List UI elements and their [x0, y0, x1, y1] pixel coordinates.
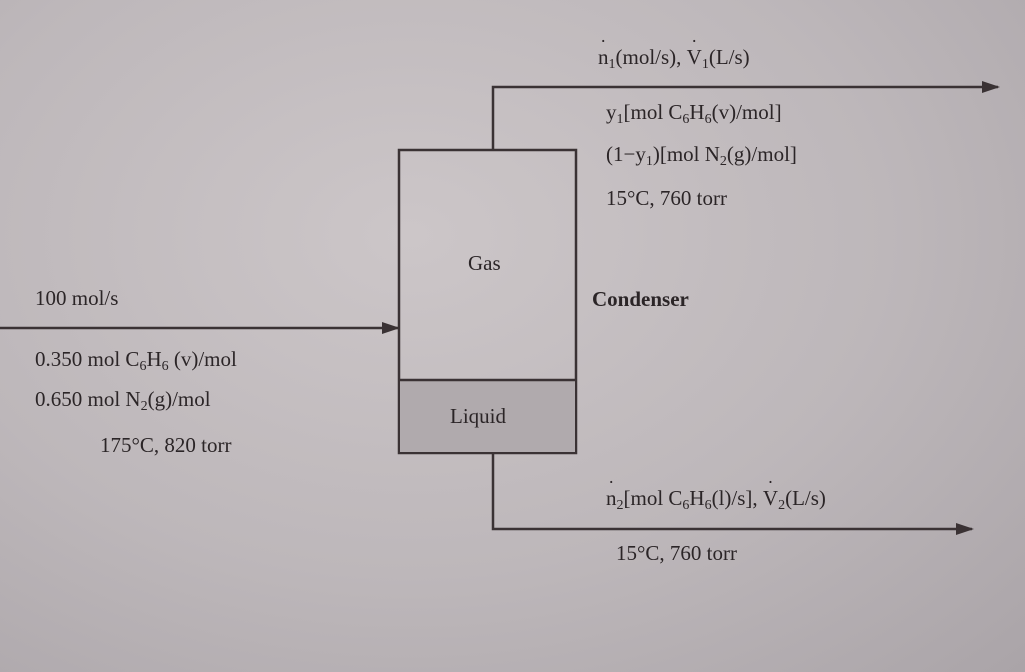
feed-conditions: 175°C, 820 torr — [100, 433, 232, 457]
liquid-section — [400, 380, 575, 452]
condenser-vessel — [397, 148, 578, 455]
liquid-section-label: Liquid — [450, 404, 506, 428]
feed-flow-label: 100 mol/s — [35, 286, 119, 310]
gas-outlet-flow-label: n1(mol/s), V1(L/s) — [598, 35, 750, 72]
gas-section-label: Gas — [468, 251, 501, 275]
feed-benzene-fraction: 0.350 mol C6H6 (v)/mol — [35, 347, 237, 374]
gas-outlet-benzene-fraction: y1[mol C6H6(v)/mol] — [606, 100, 782, 127]
gas-outlet-stream-arrow — [491, 81, 1000, 150]
gas-outlet-nitrogen-fraction: (1−y1)[mol N2(g)/mol] — [606, 142, 797, 169]
liquid-outlet-conditions: 15°C, 760 torr — [616, 541, 737, 565]
liquid-outlet-stream-arrow — [491, 453, 974, 535]
liquid-outlet-flow-label: n2[mol C6H6(l)/s], V2(L/s) — [606, 476, 826, 513]
feed-nitrogen-fraction: 0.650 mol N2(g)/mol — [35, 387, 211, 414]
gas-outlet-conditions: 15°C, 760 torr — [606, 186, 727, 210]
condenser-label: Condenser — [592, 287, 689, 311]
